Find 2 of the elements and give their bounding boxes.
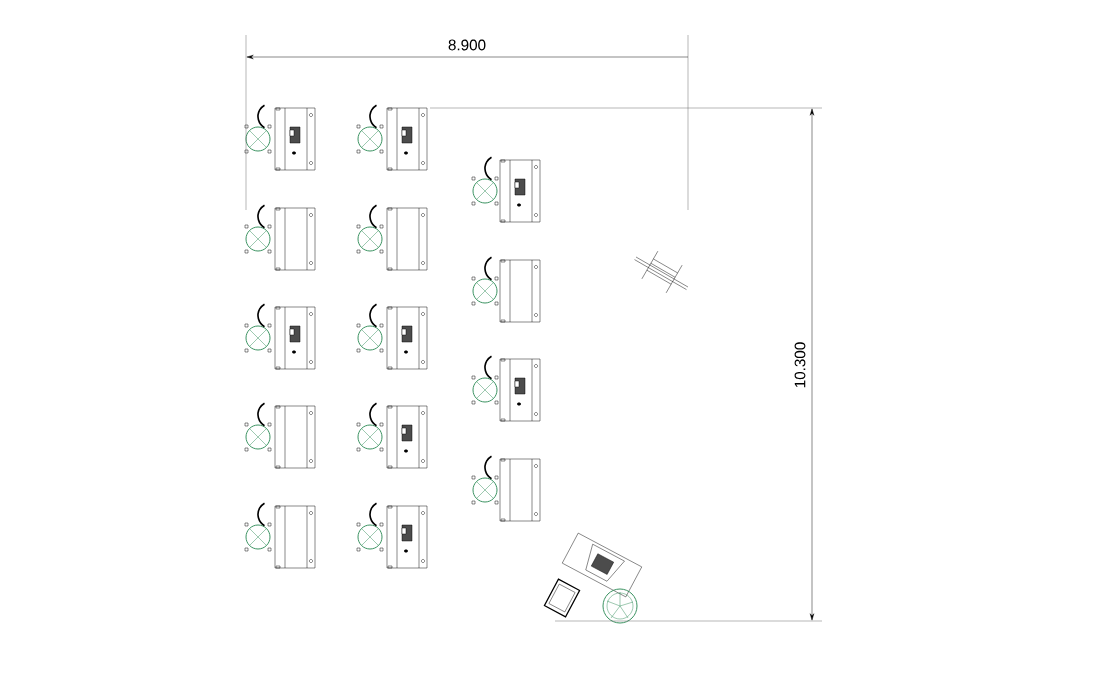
dimension-label: 8.900 [448, 39, 486, 51]
dimension-label: 10.300 [794, 342, 806, 388]
